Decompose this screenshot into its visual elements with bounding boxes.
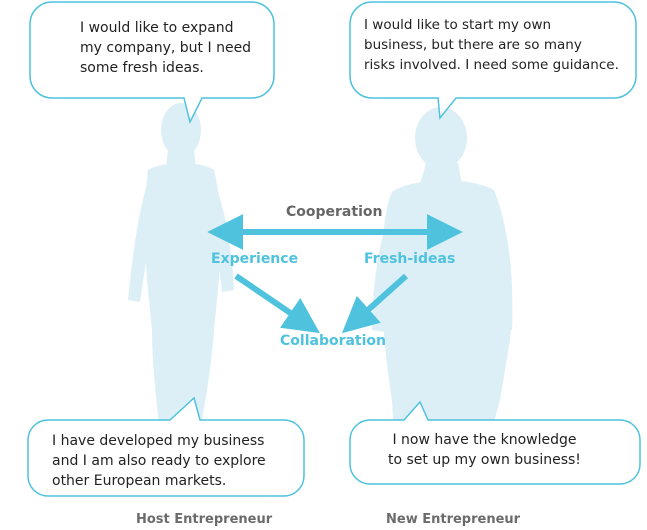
cooperation-label: Cooperation: [286, 204, 383, 220]
fresh-ideas-arrow: [341, 273, 408, 334]
new-entrepreneur-silhouette: [372, 107, 513, 481]
bubble-new-top-shape: [349, 1, 637, 120]
bubble-host-bottom-shape: [27, 396, 305, 497]
new-entrepreneur-caption: New Entrepreneur: [386, 512, 521, 527]
bubble-new-top-text: I would like to start my own business, b…: [364, 17, 619, 73]
bubble-new-bottom-shape: [349, 400, 641, 485]
bubble-host-bottom-text: I have developed my business and I am al…: [52, 433, 266, 489]
experience-arrow: [234, 273, 320, 334]
host-entrepreneur-caption: Host Entrepreneur: [136, 512, 273, 527]
bubble-host-top-text: I would like to expand my company, but I…: [80, 20, 252, 76]
fresh-ideas-label: Fresh-ideas: [364, 251, 456, 267]
experience-label: Experience: [211, 251, 299, 267]
bubble-new-bottom-text: I now have the knowledge to set up my ow…: [388, 432, 581, 468]
bubble-host-top-shape: [29, 1, 275, 125]
collaboration-label: Collaboration: [280, 333, 387, 349]
